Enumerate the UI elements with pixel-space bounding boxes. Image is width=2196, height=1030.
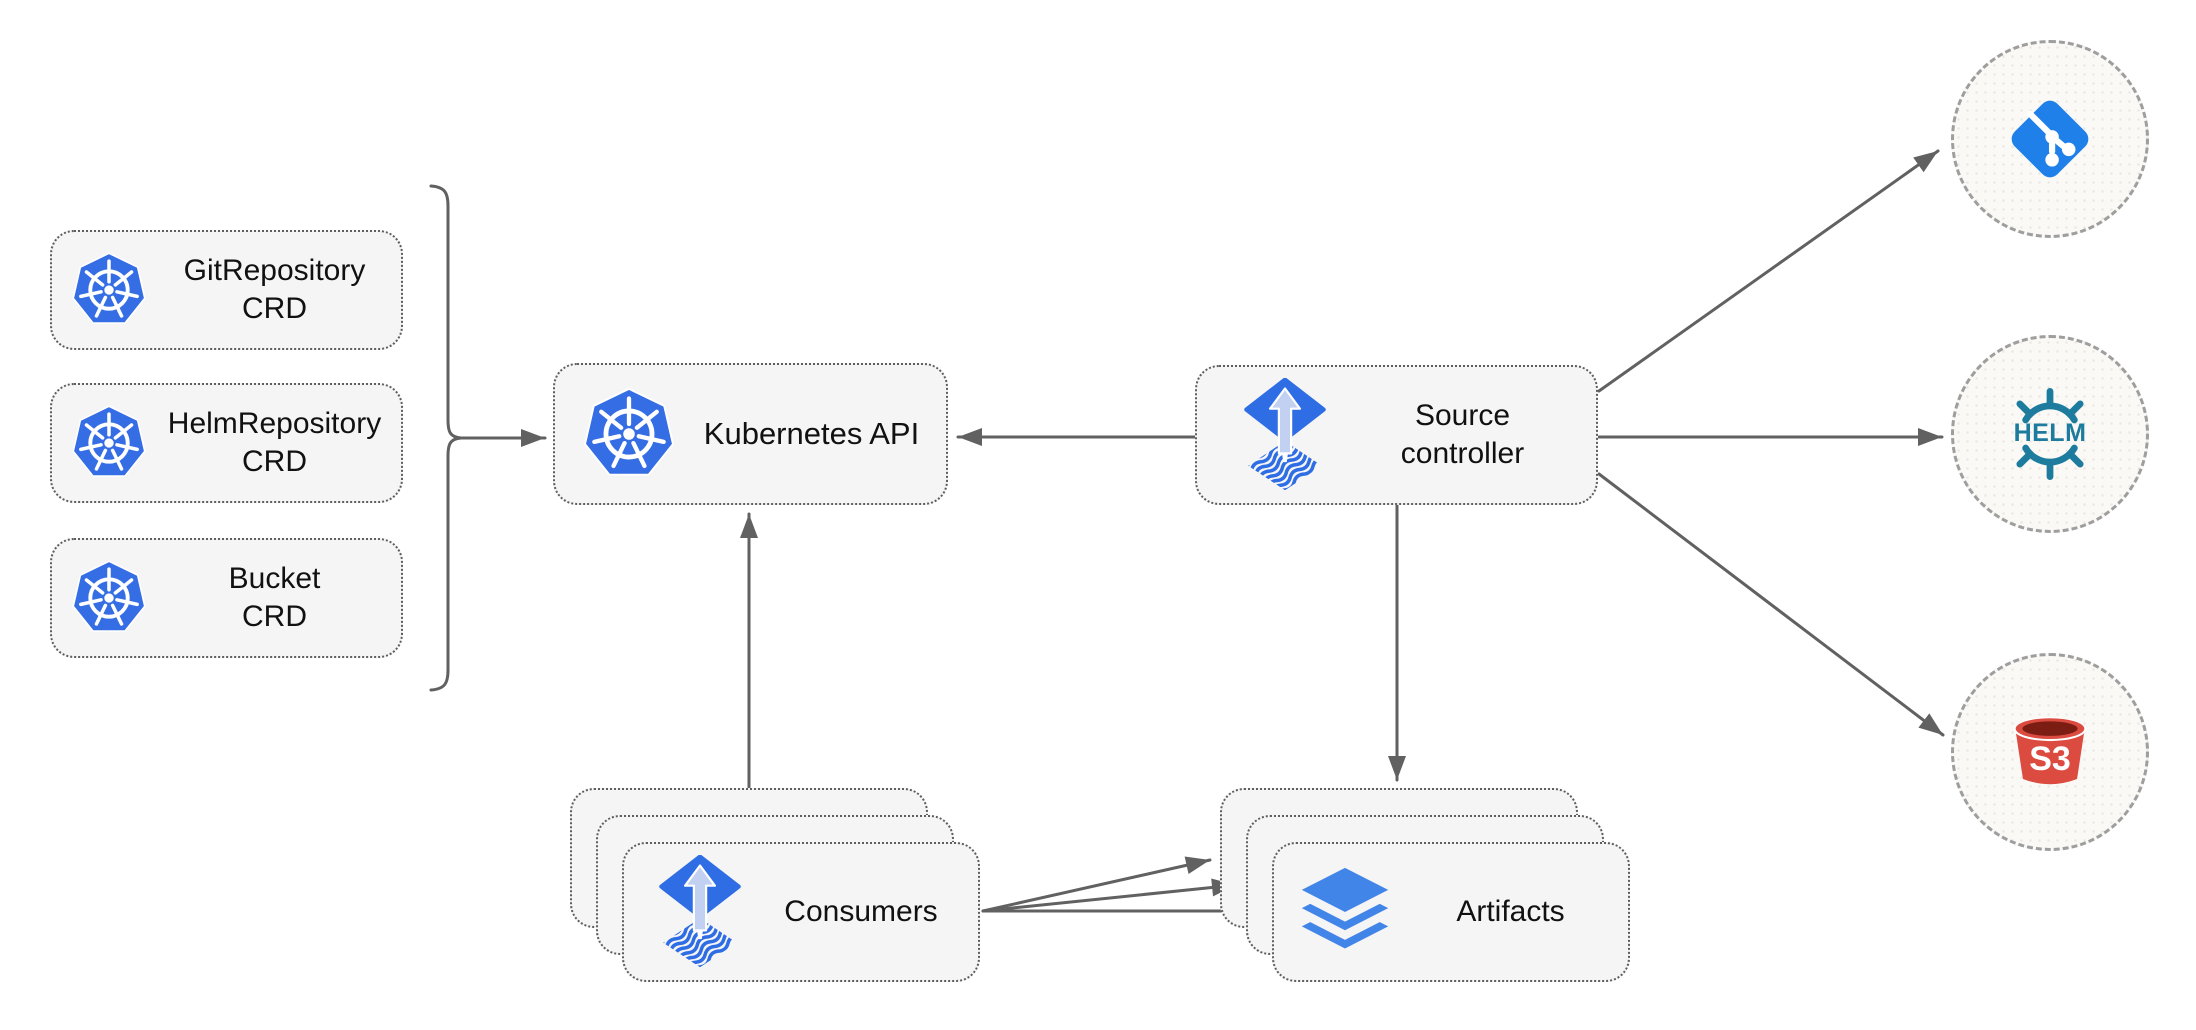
node-helmrepository-crd: HelmRepository CRD <box>50 383 403 503</box>
git-icon <box>2011 100 2089 178</box>
flux-icon <box>659 855 741 968</box>
edge-consumers-to-artifacts-1 <box>981 856 1212 913</box>
node-label: Consumers <box>784 895 938 928</box>
node-label: Artifacts <box>1456 895 1565 928</box>
node-label-line2: CRD <box>242 445 307 478</box>
helm-logo-text: HELM <box>2013 418 2087 447</box>
endpoint-git-repository <box>1951 40 2149 238</box>
node-bucket-crd: Bucket CRD <box>50 538 403 658</box>
kubernetes-icon <box>72 560 146 632</box>
node-label-line1: HelmRepository <box>167 407 382 440</box>
node-label-line1: GitRepository <box>183 254 366 287</box>
node-label: GitRepository CRD <box>148 252 401 328</box>
endpoint-s3-bucket: S3 <box>1951 653 2149 851</box>
layers-icon <box>1301 867 1389 949</box>
endpoint-helm-repository: HELM <box>1951 335 2149 533</box>
node-source-controller: Source controller <box>1195 365 1598 505</box>
s3-bucket-icon <box>2013 717 2087 785</box>
node-label-line1: Bucket <box>228 562 321 595</box>
flux-icon <box>1244 378 1326 491</box>
kubernetes-icon <box>72 405 146 477</box>
node-label-line2: CRD <box>242 600 307 633</box>
kubernetes-icon <box>584 387 674 476</box>
node-label-line1: Source <box>1414 399 1511 432</box>
node-label-line2: CRD <box>242 292 307 325</box>
node-consumers: Consumers <box>622 842 980 982</box>
edge-source-controller-to-git <box>1597 149 1940 393</box>
kubernetes-icon <box>72 252 146 324</box>
node-label-line2: controller <box>1400 437 1525 470</box>
node-label: Kubernetes API <box>703 416 920 451</box>
node-gitrepository-crd: GitRepository CRD <box>50 230 403 350</box>
node-label: Source controller <box>1329 397 1596 473</box>
crd-group-bracket <box>429 184 462 692</box>
edge-consumers-to-artifacts-2 <box>981 878 1238 913</box>
node-label: HelmRepository CRD <box>148 405 401 481</box>
helm-icon <box>2016 387 2084 481</box>
node-artifacts: Artifacts <box>1272 842 1630 982</box>
node-kubernetes-api: Kubernetes API <box>553 363 948 505</box>
edge-source-controller-to-s3 <box>1597 472 1945 737</box>
node-label: Bucket CRD <box>148 560 401 636</box>
s3-logo-text: S3 <box>2029 740 2071 778</box>
